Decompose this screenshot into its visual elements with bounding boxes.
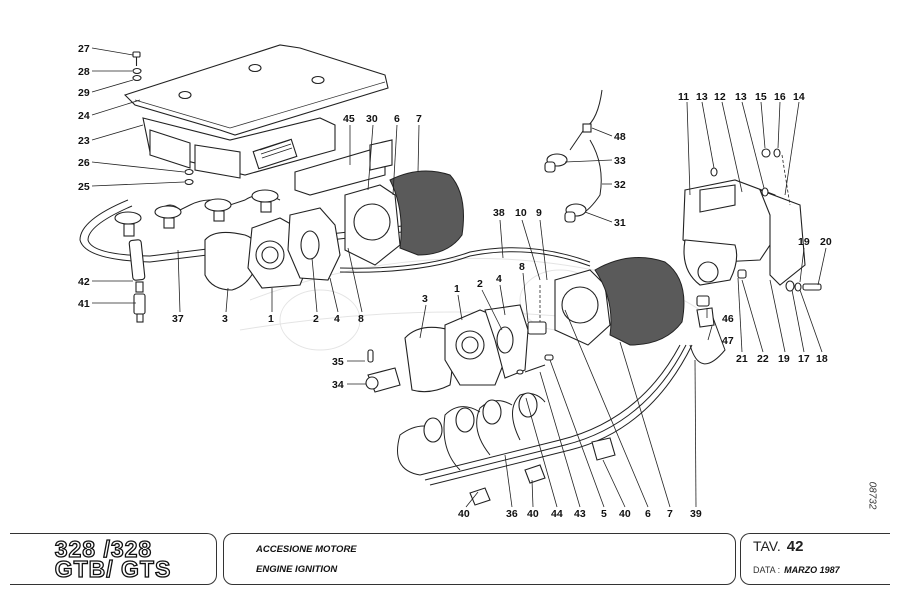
callout-38: 38: [493, 207, 505, 219]
distributor-flange-lower: [444, 309, 506, 386]
callout-1-upper: 1: [268, 313, 274, 325]
callout-31: 31: [614, 217, 626, 229]
ignition-coil-assembly: [682, 148, 822, 328]
callout-45: 45: [343, 113, 355, 125]
callout-6-lower: 6: [645, 508, 651, 520]
callout-33: 33: [614, 155, 626, 167]
table-number-value: 42: [786, 538, 804, 555]
callout-44: 44: [551, 508, 563, 520]
callout-3-upper: 3: [222, 313, 228, 325]
callout-19-lower: 19: [778, 353, 790, 365]
callout-47: 47: [722, 335, 734, 347]
callout-2-lower: 2: [477, 278, 483, 290]
callout-15: 15: [755, 91, 767, 103]
spark-plug-assembly: [128, 239, 146, 323]
callout-10: 10: [515, 207, 527, 219]
callout-7-lower: 7: [667, 508, 673, 520]
ht-leads-lower: [397, 314, 726, 486]
callout-13-right: 13: [735, 91, 747, 103]
title-italian: ACCESIONE MOTORE: [256, 544, 357, 555]
callout-28: 28: [78, 66, 90, 78]
callout-20: 20: [820, 236, 832, 248]
model-line-1: 328 /328: [54, 536, 153, 562]
callout-22: 22: [757, 353, 769, 365]
ecu-mounting-plate: [123, 44, 389, 136]
callout-30: 30: [366, 113, 378, 125]
callout-21: 21: [736, 353, 748, 365]
oil-seal-upper: [300, 230, 320, 260]
pickup-8-lower: [527, 321, 547, 335]
callout-40-c: 40: [619, 508, 631, 520]
callout-26: 26: [78, 157, 90, 169]
callout-11: 11: [678, 91, 689, 103]
model-line-2: GTB/ GTS: [54, 556, 172, 582]
callout-19-upper: 19: [798, 236, 810, 248]
callout-8-upper: 8: [358, 313, 364, 325]
distributor-upper: [344, 170, 464, 266]
distributor-lower: [554, 257, 685, 346]
wiring-bracket: [294, 139, 393, 196]
callout-36: 36: [506, 508, 518, 520]
title-block-model: 328 /328 GTB/ GTS: [10, 533, 217, 585]
callout-34: 34: [332, 379, 344, 391]
callout-6-upper: 6: [394, 113, 400, 125]
callout-3-lower: 3: [422, 293, 428, 305]
callout-40-b: 40: [527, 508, 539, 520]
ignition-control-unit: [142, 117, 336, 179]
oil-seal-lower: [496, 326, 514, 354]
callout-2-upper: 2: [313, 313, 319, 325]
fasteners-top-left: [132, 51, 194, 186]
title-block-description: ACCESIONE MOTORE ENGINE IGNITION: [223, 533, 736, 585]
title-block-info: TAV. 42 DATA :MARZO 1987: [740, 533, 890, 585]
callout-12: 12: [714, 91, 726, 103]
drawing-ref-text: 08732: [866, 481, 878, 510]
lead-clips: [469, 437, 616, 506]
ht-lead-38: [339, 247, 591, 269]
callout-8-lower: 8: [519, 261, 525, 273]
table-label: TAV.: [753, 538, 781, 554]
callout-46: 46: [722, 313, 734, 325]
callout-25: 25: [78, 181, 90, 193]
table-number: TAV. 42: [753, 538, 803, 555]
callout-14: 14: [793, 91, 805, 103]
bolts-lower: [516, 354, 554, 375]
callout-35: 35: [332, 356, 344, 368]
ht-leads-upper: [79, 189, 421, 263]
callout-5: 5: [601, 508, 607, 520]
callout-27: 27: [78, 43, 90, 55]
sensor-assembly: [544, 89, 603, 223]
callout-1-lower: 1: [454, 283, 460, 295]
callout-32: 32: [614, 179, 626, 191]
callout-9: 9: [536, 207, 542, 219]
callout-4-upper: 4: [334, 313, 340, 325]
callout-16: 16: [774, 91, 786, 103]
callout-labels: 27 28 29 24 23 26 25 42 41 37 3 1 2 4 8 …: [78, 43, 832, 520]
callout-24: 24: [78, 110, 90, 122]
callout-48: 48: [614, 131, 626, 143]
callout-43: 43: [574, 508, 586, 520]
model-logo: 328 /328 GTB/ GTS: [54, 536, 172, 582]
callout-42: 42: [78, 276, 90, 288]
vacuum-unit: [365, 349, 401, 393]
callout-41: 41: [78, 298, 90, 310]
date-line: DATA :MARZO 1987: [753, 565, 840, 575]
callout-13-left: 13: [696, 91, 708, 103]
callout-29: 29: [78, 87, 90, 99]
title-english: ENGINE IGNITION: [256, 564, 338, 575]
callout-23: 23: [78, 135, 90, 147]
callout-39: 39: [690, 508, 702, 520]
drawing-reference-number: 08732: [866, 470, 886, 525]
date-label: DATA :: [753, 565, 781, 575]
callout-7-upper: 7: [416, 113, 422, 125]
callout-18: 18: [816, 353, 828, 365]
callout-37: 37: [172, 313, 184, 325]
callout-40-a: 40: [458, 508, 470, 520]
date-value: MARZO 1987: [784, 565, 840, 575]
callout-17: 17: [798, 353, 810, 365]
callout-leaders: [91, 47, 827, 508]
callout-4-lower: 4: [496, 273, 502, 285]
